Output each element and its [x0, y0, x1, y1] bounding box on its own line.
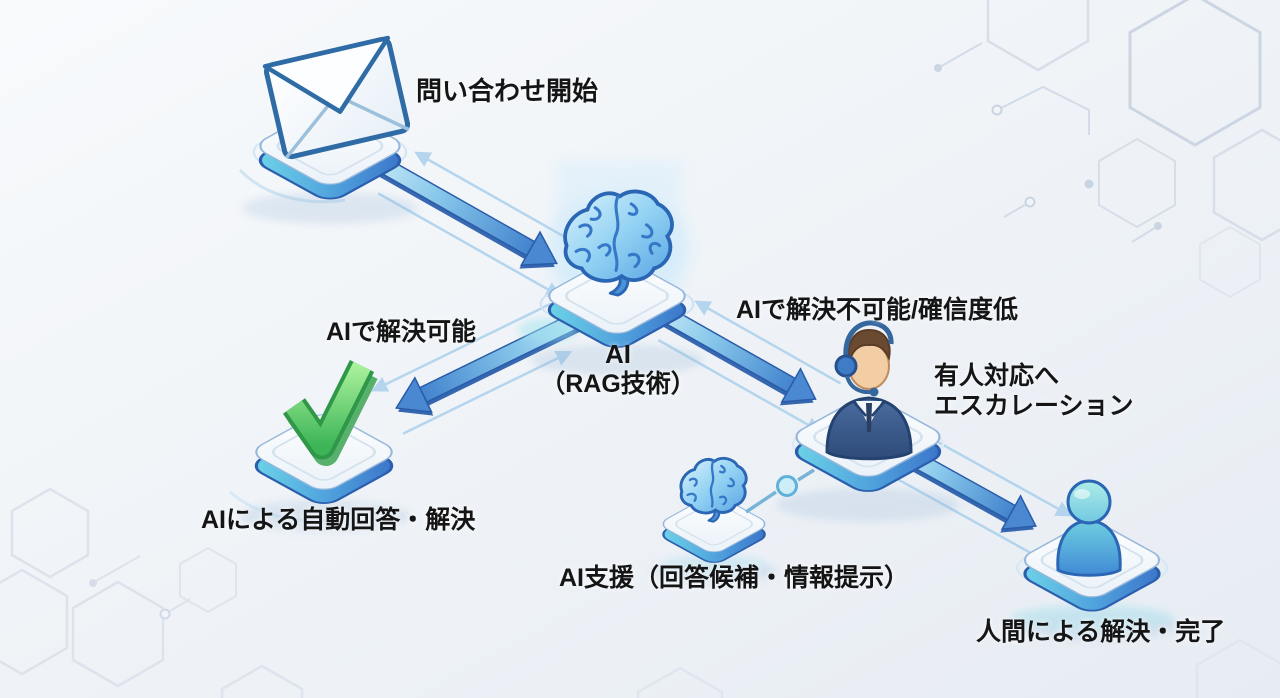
label-solvable: AIで解決可能: [326, 318, 477, 346]
label-inquiry-start: 問い合わせ開始: [416, 76, 599, 106]
arrow-inquiry-to-ai: [359, 147, 580, 298]
label-escalation-1: 有人対応へ: [934, 362, 1060, 390]
brain-small-icon: [679, 456, 748, 523]
headset-earcup: [834, 354, 858, 378]
envelope-icon: [262, 35, 411, 160]
platforms: [238, 101, 1178, 641]
assist-connector: [745, 468, 815, 514]
support-agent-icon: [825, 320, 913, 461]
brain-icon: [563, 189, 674, 297]
headset-band: [843, 320, 894, 359]
headset-mic: [845, 375, 873, 395]
label-auto-resolution: AIによる自動回答・解決: [201, 506, 476, 534]
label-unsolvable: AIで解決不可能/確信度低: [736, 296, 1018, 324]
label-ai-assist: AI支援（回答候補・情報提示）: [559, 564, 910, 592]
label-ai: AI: [605, 339, 631, 369]
person-icon: [1056, 479, 1122, 577]
label-human-resolution: 人間による解決・完了: [976, 618, 1226, 646]
arrow-ai-to-agent: [643, 297, 842, 433]
connector-node: [776, 475, 798, 497]
checkmark-icon: [282, 359, 378, 466]
label-escalation-2: エスカレーション: [934, 392, 1134, 420]
label-ai-rag: （RAG技術）: [540, 370, 696, 398]
